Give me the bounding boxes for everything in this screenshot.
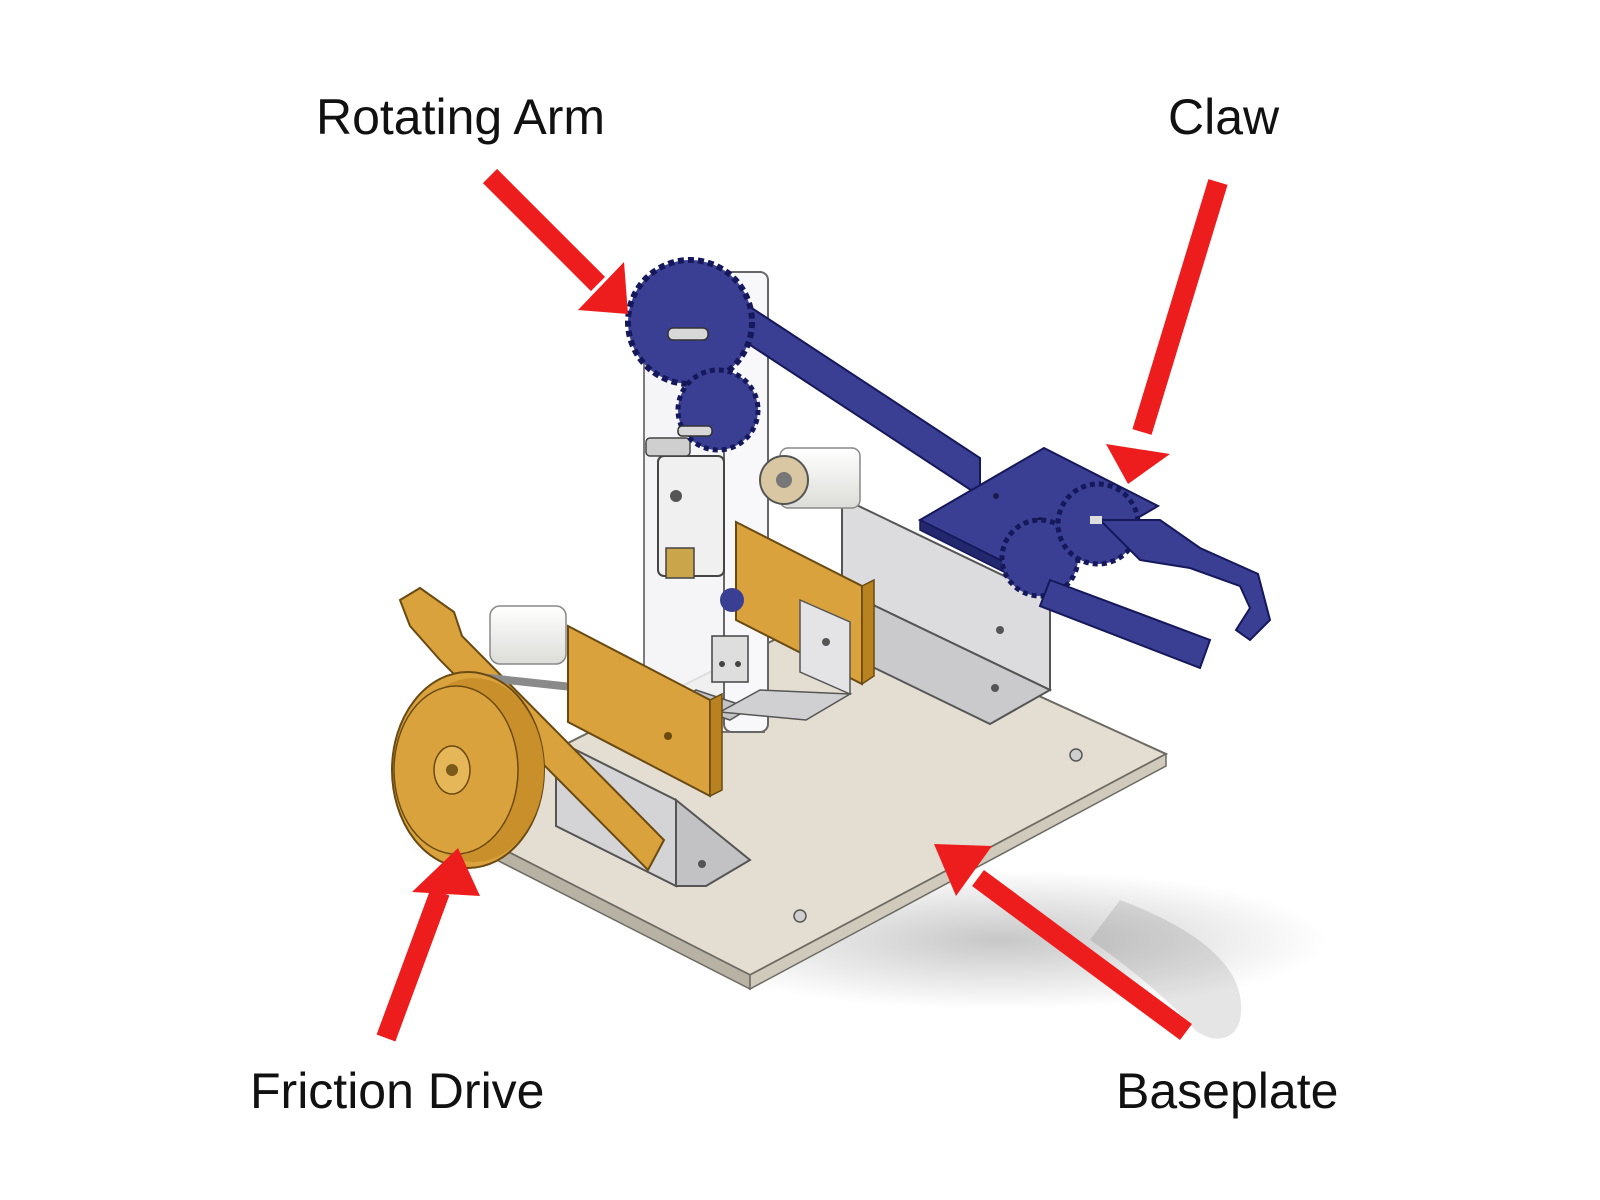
arrow-claw bbox=[1106, 179, 1228, 484]
callout-rotating-arm: Rotating Arm bbox=[316, 89, 606, 145]
callout-baseplate: Baseplate bbox=[1116, 1063, 1339, 1119]
arrow-rotating-arm bbox=[482, 168, 628, 314]
callout-friction-drive: Friction Drive bbox=[250, 1063, 545, 1119]
friction-drive bbox=[391, 586, 752, 888]
center-wood-plate bbox=[717, 520, 875, 721]
callout-claw: Claw bbox=[1168, 89, 1280, 145]
arrow-friction-drive bbox=[376, 848, 480, 1042]
arrow-baseplate bbox=[934, 844, 1192, 1041]
claw bbox=[999, 481, 1272, 670]
rotating-arm bbox=[625, 257, 981, 498]
